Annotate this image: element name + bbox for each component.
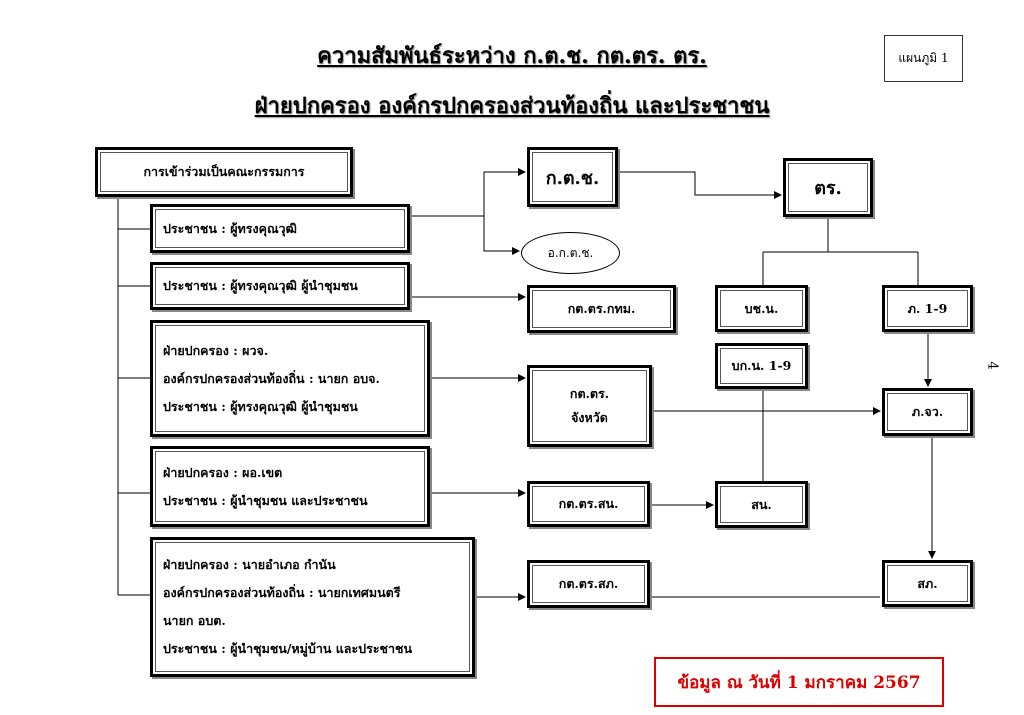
member-line: ฝ่ายปกครอง : ผอ.เขต xyxy=(163,464,283,480)
page-number: 4 xyxy=(984,361,1000,370)
member-line: ประชาชน : ผู้ทรงคุณวุฒิ ผู้นำชุมชน xyxy=(163,278,358,293)
member-line: ประชาชน : ผู้นำชุมชน และประชาชน xyxy=(163,492,368,508)
member-box-2: ประชาชน : ผู้ทรงคุณวุฒิ ผู้นำชุมชน xyxy=(150,262,410,310)
member-box-5: ฝ่ายปกครอง : นายอำเภอ กำนัน องค์กรปกครอง… xyxy=(150,537,475,677)
member-box-1: ประชาชน : ผู้ทรงคุณวุฒิ xyxy=(150,204,410,253)
member-line: องค์กรปกครองส่วนท้องถิ่น : นายกเทศมนตรี xyxy=(163,585,401,600)
sph-box: สภ. xyxy=(882,560,973,607)
member-line: ฝ่ายปกครอง : นายอำเภอ กำนัน xyxy=(163,557,336,572)
member-line: องค์กรปกครองส่วนท้องถิ่น : นายก อบจ. xyxy=(163,370,380,386)
station-prov-committee-box: กต.ตร.สภ. xyxy=(527,560,650,608)
sn-box: สน. xyxy=(715,481,808,528)
province-committee-line1: กต.ตร. xyxy=(569,386,610,401)
chart-label: แผนภูมิ 1 xyxy=(884,35,963,82)
committee-header-box: การเข้าร่วมเป็นคณะกรรมการ xyxy=(95,147,353,197)
member-line: นายก อบต. xyxy=(163,613,226,628)
province-committee-line2: จังหวัด xyxy=(571,410,608,425)
royal-thai-police-box: ตร. xyxy=(783,158,873,217)
province-committee-box: กต.ตร. จังหวัด xyxy=(527,365,652,447)
region-box: ภ. 1-9 xyxy=(882,285,973,332)
member-line: ประชาชน : ผู้ทรงคุณวุฒิ ผู้นำชุมชน xyxy=(163,398,358,414)
member-box-3: ฝ่ายปกครอง : ผวจ. องค์กรปกครองส่วนท้องถิ… xyxy=(150,320,430,437)
footnote-box: ข้อมูล ณ วันที่ 1 มกราคม 2567 xyxy=(654,657,944,707)
bkk-committee-box: กต.ตร.กทม. xyxy=(527,285,676,333)
member-line: ฝ่ายปกครอง : ผวจ. xyxy=(163,342,269,358)
member-line: ประชาชน : ผู้นำชุมชน/หมู่บ้าน และประชาชน xyxy=(163,641,413,656)
kts-box: ก.ต.ช. xyxy=(527,147,618,207)
akts-ellipse: อ.ก.ต.ช. xyxy=(521,232,620,274)
title-line-2: ฝ่ายปกครอง องค์กรปกครองส่วนท้องถิ่น และป… xyxy=(254,93,770,119)
station-bkk-committee-box: กต.ตร.สน. xyxy=(527,481,650,527)
province-police-box: ภ.จว. xyxy=(882,388,973,436)
bkn-box: บก.น. 1-9 xyxy=(715,343,808,389)
member-line: ประชาชน : ผู้ทรงคุณวุฒิ xyxy=(163,220,297,236)
bchn-box: บช.น. xyxy=(715,285,808,332)
member-box-4: ฝ่ายปกครอง : ผอ.เขต ประชาชน : ผู้นำชุมชน… xyxy=(150,446,430,527)
title-line-1: ความสัมพันธ์ระหว่าง ก.ต.ช. กต.ตร. ตร. xyxy=(317,43,707,69)
